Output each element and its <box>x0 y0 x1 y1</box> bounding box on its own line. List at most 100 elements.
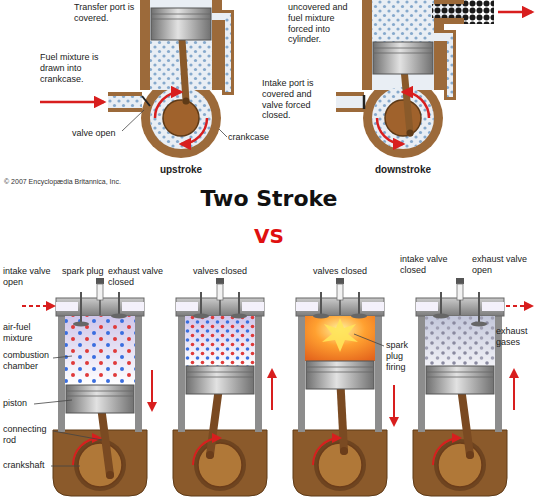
two-stroke-upstroke-part <box>151 8 211 40</box>
four-stroke-exhaust-part <box>513 370 515 410</box>
stroke-caption: downstroke <box>363 164 443 176</box>
four-stroke-intake-part <box>151 370 153 410</box>
two-stroke-downstroke-part <box>363 95 366 109</box>
four-stroke-compression <box>173 278 272 496</box>
two-stroke-upstroke-part <box>108 92 142 112</box>
part-label: Transfer port is covered. <box>74 2 138 24</box>
four-stroke-intake-part <box>53 356 72 358</box>
four-stroke-exhaust-part <box>426 372 494 373</box>
four-stroke-compression-part <box>231 314 247 319</box>
four-stroke-power-part <box>354 334 384 346</box>
four-stroke-exhaust-part <box>433 314 449 319</box>
copyright-note: © 2007 Encyclopædia Britannica, Inc. <box>4 178 244 186</box>
four-stroke-intake-part <box>73 438 100 465</box>
section-heading: Two Stroke <box>139 186 399 212</box>
four-stroke-exhaust-part <box>413 278 507 496</box>
two-stroke-downstroke-part <box>372 0 434 42</box>
four-stroke-exhaust-part <box>426 377 494 378</box>
two-stroke-downstroke-part <box>372 87 434 149</box>
two-stroke-upstroke-part <box>108 96 142 108</box>
part-label: exhaust gases <box>496 326 534 348</box>
four-stroke-power-part <box>313 438 340 465</box>
part-label: intake valve closed <box>400 254 454 276</box>
four-stroke-power-part <box>393 385 395 425</box>
four-stroke-intake-part <box>80 292 82 323</box>
four-stroke-power-part <box>293 278 387 496</box>
four-stroke-power-part <box>320 292 322 315</box>
two-stroke-downstroke-part <box>432 4 464 18</box>
two-stroke-upstroke-part <box>210 13 225 20</box>
two-stroke-downstroke-part <box>464 0 494 24</box>
two-stroke-upstroke-part <box>108 96 142 108</box>
two-stroke-downstroke-part <box>407 130 414 137</box>
four-stroke-exhaust-part <box>506 305 532 307</box>
four-stroke-intake-part <box>66 391 134 392</box>
two-stroke-upstroke-part <box>222 10 234 95</box>
two-stroke-upstroke-part <box>151 19 211 20</box>
four-stroke-power-part <box>306 361 374 389</box>
four-stroke-intake-part <box>111 314 127 319</box>
two-stroke-downstroke-part <box>373 53 433 54</box>
four-stroke-compression-part <box>271 370 273 410</box>
four-stroke-exhaust-part <box>433 438 460 465</box>
four-stroke-compression-part <box>238 292 240 315</box>
two-stroke-upstroke-part <box>150 87 212 149</box>
four-stroke-compression-part <box>198 443 242 487</box>
four-stroke-intake-part <box>118 292 120 315</box>
two-stroke-downstroke-part <box>403 92 429 118</box>
four-stroke-compression-part <box>186 377 254 378</box>
four-stroke-power-part <box>306 367 374 368</box>
part-label: spark plug <box>62 266 112 277</box>
two-stroke-upstroke-part <box>142 96 150 106</box>
stroke-caption: upstroke <box>141 164 221 176</box>
two-stroke-upstroke-part <box>225 13 231 92</box>
four-stroke-exhaust-part <box>478 292 480 323</box>
four-stroke-power-part <box>322 318 358 352</box>
two-stroke-downstroke <box>336 0 532 158</box>
part-label: crankcase <box>228 132 278 143</box>
two-stroke-upstroke-part <box>150 87 212 149</box>
four-stroke-compression-part <box>186 372 254 373</box>
versus-label: VS <box>219 224 319 248</box>
four-stroke-intake-part <box>66 385 134 413</box>
two-stroke-upstroke-part <box>181 118 207 144</box>
four-stroke-compression-part <box>185 316 255 366</box>
part-label: connecting rod <box>3 424 59 446</box>
two-stroke-downstroke-part <box>336 96 364 108</box>
four-stroke-power-part <box>340 447 348 455</box>
part-label: valves closed <box>180 266 260 277</box>
two-stroke-downstroke-part <box>432 4 464 18</box>
part-label: air-fuel mixture <box>3 322 59 344</box>
two-stroke-downstroke-part <box>498 11 532 14</box>
four-stroke-exhaust-part <box>471 322 487 327</box>
part-label: uncovered and fuel mixture forced into c… <box>288 2 352 45</box>
part-label: crankshaft <box>3 460 59 471</box>
four-stroke-compression-part <box>193 438 220 465</box>
part-label: piston <box>3 398 59 409</box>
four-stroke-exhaust-part <box>425 316 495 366</box>
four-stroke-intake-part <box>53 278 147 496</box>
four-stroke-exhaust-part <box>426 366 494 394</box>
two-stroke-upstroke-part <box>183 98 190 105</box>
four-stroke-intake-part <box>78 443 122 487</box>
four-stroke-power-part <box>351 314 367 319</box>
two-stroke-upstroke-part <box>155 92 181 118</box>
four-stroke-compression-part <box>173 278 267 496</box>
two-stroke-downstroke-part <box>336 92 364 112</box>
four-stroke-intake-part <box>22 305 54 307</box>
four-stroke-exhaust-part <box>425 316 495 366</box>
part-label: Intake port is covered and valve forced … <box>262 78 332 121</box>
four-stroke-exhaust-part <box>438 443 482 487</box>
part-label: valves closed <box>300 266 380 277</box>
four-stroke-intake-part <box>66 396 134 397</box>
four-stroke-power-part <box>358 292 360 315</box>
two-stroke-upstroke-part <box>163 100 199 136</box>
four-stroke-compression-part <box>193 314 209 319</box>
four-stroke-compression-part <box>206 451 214 459</box>
four-stroke-intake-part <box>65 316 135 385</box>
two-stroke-downstroke-part <box>373 42 433 74</box>
two-stroke-downstroke-part <box>432 33 450 41</box>
four-stroke-power-part <box>313 314 329 319</box>
two-stroke-downstroke-part <box>447 33 453 97</box>
two-stroke-upstroke <box>40 0 234 158</box>
